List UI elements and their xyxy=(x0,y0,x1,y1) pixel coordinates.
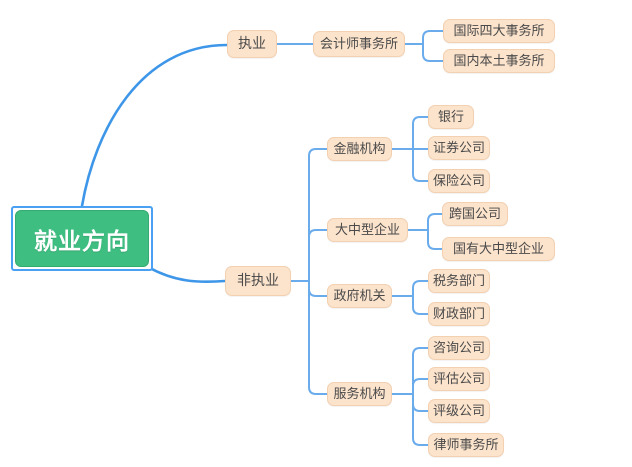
edge-accounting-bigfour xyxy=(422,30,444,45)
root-selection-frame[interactable]: 就业方向 xyxy=(11,206,153,271)
edge-service-appraisal xyxy=(412,378,429,395)
edge-root-nonpracticing xyxy=(146,265,227,284)
edge-trunk-financial xyxy=(308,148,328,282)
node-bank[interactable]: 银行 xyxy=(428,105,474,129)
node-domestic-local-firms[interactable]: 国内本土事务所 xyxy=(443,49,555,73)
node-tax-department[interactable]: 税务部门 xyxy=(428,269,490,293)
edge-government-tax xyxy=(412,280,429,297)
node-large-medium-enterprises[interactable]: 大中型企业 xyxy=(327,218,408,242)
node-insurance-company[interactable]: 保险公司 xyxy=(428,169,490,193)
edge-accounting-domestic xyxy=(422,43,444,62)
node-practicing[interactable]: 执业 xyxy=(227,30,277,58)
node-international-big-four[interactable]: 国际四大事务所 xyxy=(443,19,555,43)
edge-financial-bank xyxy=(412,116,429,150)
node-law-firm[interactable]: 律师事务所 xyxy=(428,433,504,457)
node-financial-institutions[interactable]: 金融机构 xyxy=(327,137,392,161)
node-multinational-company[interactable]: 跨国公司 xyxy=(442,202,508,226)
node-government-agencies[interactable]: 政府机关 xyxy=(327,284,392,308)
edge-enterprises-soe xyxy=(427,229,443,250)
node-accounting-firms[interactable]: 会计师事务所 xyxy=(313,31,405,57)
edge-service-consulting xyxy=(412,347,429,395)
node-soe-large-medium-enterprises[interactable]: 国有大中型企业 xyxy=(442,237,555,261)
edge-trunk-enterprises xyxy=(308,229,328,282)
node-root[interactable]: 就业方向 xyxy=(15,210,149,267)
edge-service-lawfirm xyxy=(412,393,429,446)
edge-enterprises-multinational xyxy=(427,213,443,231)
node-non-practicing[interactable]: 非执业 xyxy=(225,266,291,296)
edge-root-practicing xyxy=(80,43,229,208)
edge-government-finance xyxy=(412,295,429,315)
node-service-organizations[interactable]: 服务机构 xyxy=(327,382,392,406)
node-securities-company[interactable]: 证券公司 xyxy=(428,136,490,160)
node-consulting-company[interactable]: 咨询公司 xyxy=(428,336,490,360)
node-finance-department[interactable]: 财政部门 xyxy=(428,302,490,326)
edge-trunk-government xyxy=(308,280,328,297)
edge-trunk-service xyxy=(308,280,328,395)
node-appraisal-company[interactable]: 评估公司 xyxy=(428,367,490,391)
node-rating-company[interactable]: 评级公司 xyxy=(428,399,490,423)
edge-service-rating xyxy=(412,393,429,412)
edge-financial-insurance xyxy=(412,148,429,182)
